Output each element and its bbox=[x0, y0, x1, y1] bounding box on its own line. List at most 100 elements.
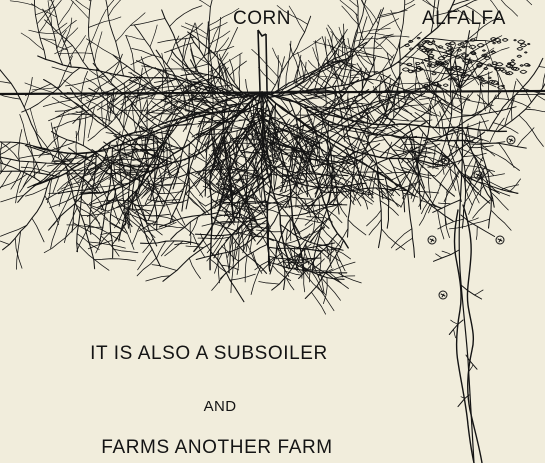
root-hair bbox=[76, 131, 77, 153]
root-hair bbox=[526, 109, 545, 112]
root-hair bbox=[17, 231, 21, 269]
alfalfa-leaf bbox=[447, 46, 453, 49]
alfalfa-leaf bbox=[520, 65, 523, 67]
root-hair bbox=[286, 277, 294, 290]
root-hair bbox=[224, 212, 233, 222]
alfalfa-leaf bbox=[450, 42, 456, 45]
root-hair bbox=[0, 143, 20, 165]
alfalfa-leaf bbox=[432, 41, 435, 42]
alfalfa-leaf bbox=[484, 68, 488, 70]
root-hair bbox=[64, 28, 78, 42]
root-hair bbox=[176, 208, 185, 226]
root-hair bbox=[290, 218, 291, 241]
root-hair bbox=[517, 128, 534, 147]
root-hair bbox=[88, 126, 108, 141]
root-hair bbox=[90, 9, 106, 45]
root-hair bbox=[51, 216, 61, 248]
root-branch bbox=[89, 88, 144, 131]
root-hair bbox=[476, 226, 477, 239]
root-hair bbox=[289, 6, 305, 32]
root-hair bbox=[354, 0, 364, 5]
root-hair bbox=[436, 254, 443, 258]
root-hair bbox=[108, 0, 127, 16]
root-hair bbox=[0, 171, 2, 185]
root-hair bbox=[156, 241, 166, 259]
alfalfa-leaf bbox=[461, 42, 465, 44]
root-hair bbox=[471, 106, 490, 116]
root-hair bbox=[176, 0, 210, 7]
root-hair bbox=[391, 104, 428, 110]
root-hair bbox=[331, 240, 332, 261]
alfalfa-leaf bbox=[525, 52, 528, 53]
root-hair bbox=[454, 329, 456, 338]
root-hair bbox=[112, 206, 120, 224]
root-hair bbox=[215, 17, 221, 54]
alfalfa-leaf bbox=[527, 44, 530, 45]
root-hair bbox=[83, 112, 86, 146]
root-hair bbox=[469, 218, 479, 222]
root-hair bbox=[433, 145, 436, 169]
alfalfa-leaf bbox=[517, 47, 523, 50]
root-hair bbox=[363, 140, 384, 145]
root-hair bbox=[444, 171, 460, 202]
root-hair bbox=[333, 276, 354, 279]
root-branch bbox=[452, 0, 534, 5]
root-branch bbox=[0, 62, 42, 149]
root-branch bbox=[312, 209, 327, 273]
root-hair bbox=[54, 190, 72, 225]
root-branch bbox=[449, 320, 463, 335]
root-hair bbox=[150, 25, 157, 47]
root-hair bbox=[58, 53, 92, 54]
alfalfa-leaf bbox=[422, 42, 426, 44]
root-hair bbox=[488, 72, 489, 105]
root-nodule bbox=[439, 291, 447, 299]
root-hair bbox=[83, 40, 90, 61]
alfalfa-leaf bbox=[511, 60, 514, 62]
root-hair bbox=[468, 41, 478, 59]
root-hair bbox=[0, 236, 9, 245]
root-hair bbox=[391, 229, 412, 248]
root-nodule bbox=[496, 236, 504, 244]
root-hair bbox=[380, 10, 407, 16]
alfalfa-leaf bbox=[435, 61, 439, 63]
root-hair bbox=[152, 265, 177, 271]
root-hair bbox=[505, 98, 515, 126]
alfalfa-leaf bbox=[518, 40, 525, 44]
root-hair bbox=[356, 55, 373, 58]
alfalfa-leaf bbox=[450, 50, 454, 52]
root-branch bbox=[103, 0, 123, 76]
alfalfa-leaf bbox=[424, 84, 428, 86]
root-hair bbox=[347, 91, 348, 111]
root-hair bbox=[469, 186, 484, 214]
alfalfa-leaf bbox=[451, 67, 454, 68]
root-hair bbox=[59, 182, 69, 207]
root-hair bbox=[129, 138, 133, 157]
root-hair bbox=[115, 160, 133, 178]
root-branch bbox=[257, 198, 291, 244]
root-hair bbox=[167, 134, 188, 157]
root-hair bbox=[89, 242, 126, 248]
root-hair bbox=[340, 0, 358, 16]
caption-line-1: IT IS ALSO A SUBSOILER bbox=[59, 343, 359, 365]
root-branch bbox=[461, 285, 482, 299]
root-hair bbox=[208, 46, 234, 53]
caption-line-3: FARMS ANOTHER FARM bbox=[72, 437, 362, 459]
alfalfa-leaf bbox=[491, 64, 496, 67]
root-nodule bbox=[507, 136, 515, 144]
root-hair bbox=[162, 123, 201, 127]
root-hair bbox=[539, 67, 545, 72]
alfalfa-leaf bbox=[496, 63, 503, 66]
alfalfa-leaf bbox=[505, 72, 509, 74]
alfalfa-leaf bbox=[458, 44, 461, 46]
root-hair bbox=[499, 143, 514, 167]
root-hair bbox=[189, 258, 200, 278]
alfalfa-leaf bbox=[426, 50, 430, 52]
root-hair bbox=[147, 99, 148, 128]
root-hair bbox=[94, 259, 136, 261]
root-hair bbox=[107, 0, 139, 8]
root-hair bbox=[284, 230, 287, 251]
alfalfa-leaf bbox=[428, 63, 432, 65]
root-hair bbox=[233, 242, 236, 267]
root-hair bbox=[68, 114, 94, 115]
